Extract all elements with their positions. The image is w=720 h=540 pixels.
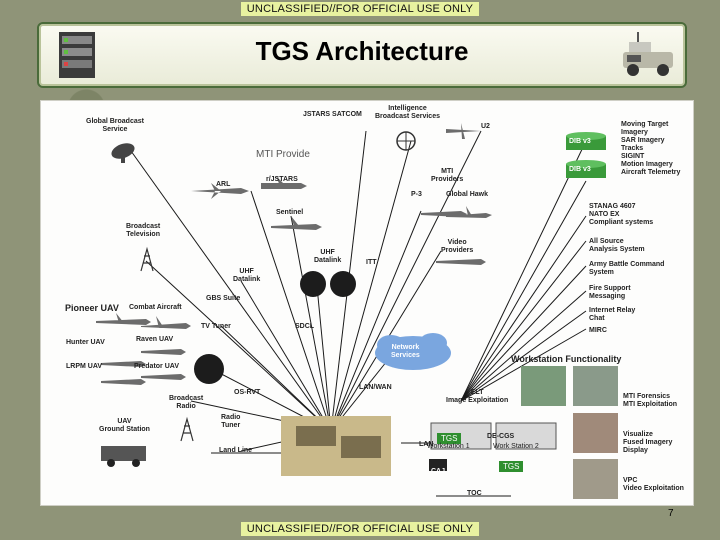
aircraft-icon (96, 123, 492, 385)
label-internet-relay: Internet Relay Chat (589, 307, 636, 322)
label-global-hawk: Global Hawk (446, 191, 489, 198)
label-dccgs: DE-CGS (487, 433, 515, 440)
label-fire-support: Fire Support Messaging (589, 285, 631, 300)
label-vpc: VPC Video Exploitation (623, 477, 684, 492)
label-lrpm: LRPM UAV (66, 363, 103, 370)
network-cloud-icon (375, 333, 451, 370)
label-toc: TOC (467, 490, 482, 497)
label-arl: ARL (216, 181, 231, 188)
architecture-diagram: Global Broadcast Service JSTARS SATCOM I… (40, 100, 694, 506)
label-predator: Predator UAV (134, 363, 179, 370)
label-uhf-datalink-center: UHF Datalink (314, 249, 342, 264)
classification-banner-bottom: UNCLASSIFIED//FOR OFFICIAL USE ONLY (0, 522, 720, 536)
label-stanag: STANAG 4607 NATO EX Compliant systems (589, 203, 654, 226)
label-itt: ITT (366, 259, 377, 266)
screenshot-thumbnail-icon (429, 366, 618, 499)
label-mti-list: Moving Target Imagery SAR Imagery Tracks… (621, 121, 681, 176)
label-broadcast-tv: Broadcast Television (126, 223, 161, 238)
database-cylinder-icon (566, 132, 606, 178)
label-caj: CAJ (431, 468, 446, 475)
label-u2: U2 (481, 123, 490, 130)
tgs-tag-top: TGS (437, 433, 462, 444)
label-gbs-suite: GBS Suite (206, 295, 241, 302)
label-uhf-datalink-left: UHF Datalink (233, 268, 261, 283)
label-mti-overlay: MTI Provide (256, 149, 310, 160)
server-rack-icon (59, 32, 95, 78)
label-radio-tuner: Radio Tuner (221, 414, 241, 429)
broadcast-antenna-icon (396, 131, 416, 151)
label-hunter: Hunter UAV (66, 339, 105, 346)
label-workstation-functionality: Workstation Functionality (511, 354, 622, 364)
label-db1: DIB v3 (569, 138, 591, 145)
label-mti-providers: MTI Providers (431, 168, 464, 183)
label-workstation-1: Workstation 1 (427, 443, 470, 450)
page-title: TGS Architecture (255, 36, 469, 66)
label-broadcast-radio: Broadcast Radio (169, 395, 204, 410)
label-uav-ground-station: UAV Ground Station (99, 418, 150, 433)
label-jstars: JSTARS SATCOM (303, 111, 362, 118)
label-elt: ELT Image Exploitation (446, 389, 509, 404)
page-number: 7 (668, 508, 674, 519)
antenna-disc-icon (194, 271, 356, 384)
label-rjstars: r/JSTARS (266, 176, 298, 183)
tgs-tag-bottom: TGS (499, 461, 524, 472)
label-global-broadcast: Global Broadcast Service (86, 118, 144, 133)
label-mti-forensics: MTI Forensics MTI Exploitation (623, 393, 678, 408)
label-intel-broadcast: Intelligence Broadcast Services (375, 105, 440, 120)
label-lan: LAN (419, 441, 434, 448)
label-sdcl: SDCL (295, 323, 315, 330)
radio-tower-icon (140, 246, 194, 442)
connection-lines (96, 123, 618, 499)
label-p3: P-3 (411, 191, 422, 198)
label-mirc: MIRC (589, 327, 607, 334)
label-tv-tuner: TV Tuner (201, 323, 231, 330)
label-db2: DIB v3 (569, 166, 591, 173)
label-osrvt: OS-RVT (234, 389, 261, 396)
label-lan-wan: LAN/WAN (359, 384, 392, 391)
label-land-line: Land Line (219, 447, 253, 454)
title-bar: TGS Architecture (37, 22, 687, 88)
satellite-dish-icon (111, 143, 135, 163)
humvee-icon (623, 32, 673, 76)
label-visualize: Visualize Fused Imagery Display (623, 431, 673, 454)
label-abcs: Army Battle Command System (589, 261, 665, 276)
label-pioneer: Pioneer UAV (65, 303, 119, 313)
label-workstation-2: Work Station 2 (493, 443, 539, 450)
label-combat-aircraft: Combat Aircraft (129, 304, 182, 311)
ground-vehicle-icon (101, 416, 391, 476)
label-all-source: All Source Analysis System (589, 238, 645, 253)
label-sentinel: Sentinel (276, 209, 304, 216)
label-video-providers: Video Providers (441, 239, 474, 254)
classification-banner-top: UNCLASSIFIED//FOR OFFICIAL USE ONLY (0, 2, 720, 16)
label-raven: Raven UAV (136, 336, 174, 343)
label-network-services: Network Services (391, 344, 420, 359)
